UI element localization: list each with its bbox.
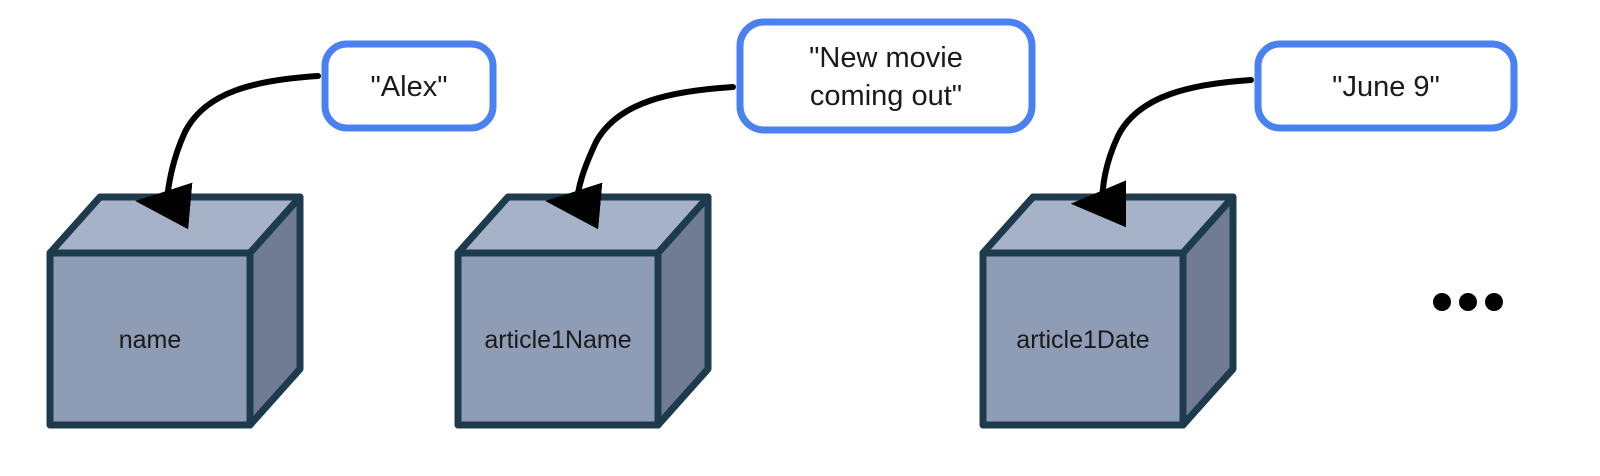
ellipsis-dot [1459, 293, 1477, 311]
bubble-text-line: "June 9" [1332, 71, 1440, 103]
bubble-outline [321, 40, 497, 132]
cube-front-face [46, 249, 254, 429]
arrow-to-article1date [1070, 77, 1254, 228]
ellipsis-dot [1485, 293, 1503, 311]
ellipsis-more-cubes [1433, 293, 1503, 311]
value-bubble-june-9[interactable]: "June 9" [1254, 40, 1518, 132]
cube-label: name [119, 326, 182, 354]
value-bubble-alex[interactable]: "Alex" [321, 40, 497, 132]
cube-label: article1Date [1016, 326, 1149, 354]
cube-label: article1Name [484, 326, 631, 354]
bubble-outline [736, 18, 1036, 134]
bubble-text-line: "New movie [809, 42, 963, 74]
bubble-text-line: "Alex" [370, 71, 447, 103]
cube-name[interactable]: name [46, 193, 304, 429]
cube-front-face [979, 249, 1187, 429]
bubble-text-line: coming out" [810, 80, 962, 112]
arrow-to-article1name [545, 84, 736, 230]
ellipsis-dot [1433, 293, 1451, 311]
cube-article1name[interactable]: article1Name [454, 193, 712, 429]
bubble-outline [1254, 40, 1518, 132]
arrow-to-name [135, 73, 321, 230]
value-bubble-new-movie[interactable]: "New movie coming out" [736, 18, 1036, 134]
cube-article1date[interactable]: article1Date [979, 193, 1237, 429]
cube-front-face [454, 249, 662, 429]
